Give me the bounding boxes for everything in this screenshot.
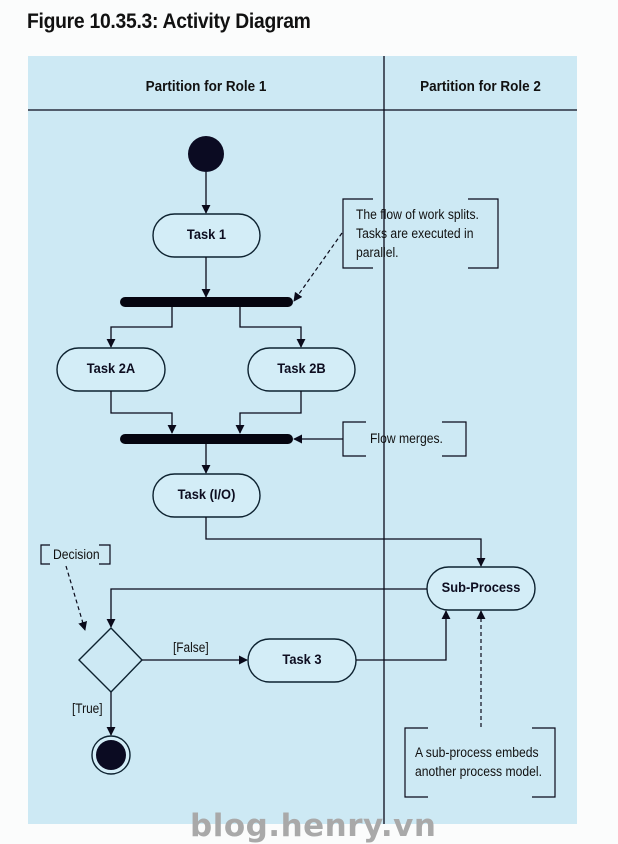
flow-task3-to-subprocess (356, 610, 451, 661)
note-subprocess-line: A sub-process embeds (415, 745, 539, 760)
note-split-line: The flow of work splits. (356, 207, 479, 222)
decision-diamond (78, 627, 143, 693)
note-decision-bracket (40, 544, 111, 565)
fork-bar (120, 297, 293, 307)
note-decision-text: Decision (53, 547, 100, 562)
task1-label: Task 1 (186, 226, 227, 242)
task-io-label: Task (I/O) (177, 486, 236, 502)
note-split-text: The flow of work splits. Tasks are execu… (356, 205, 479, 262)
flow-fork-to-task2b (239, 307, 306, 348)
note-split-line: parallel. (356, 245, 399, 260)
guard-true: [True] (72, 701, 103, 716)
note-split-bracket (342, 198, 499, 269)
task3-label: Task 3 (282, 651, 322, 667)
flow-fork-to-task2a (106, 307, 173, 348)
flow-task2b-to-join (235, 391, 302, 434)
flow-subprocess-to-decision (106, 588, 427, 628)
note-split-connector (293, 232, 343, 302)
join-bar (120, 434, 293, 444)
initial-node (188, 136, 224, 172)
note-subprocess-line: another process model. (415, 764, 542, 779)
watermark: blog.henry.vn (190, 808, 437, 844)
partition-header-role2: Partition for Role 2 (420, 78, 541, 95)
flow-taskio-to-subprocess (205, 517, 486, 567)
guard-false: [False] (173, 640, 209, 655)
task2b-label: Task 2B (277, 360, 326, 376)
task2a-label: Task 2A (86, 360, 136, 376)
flow-task2a-to-join (110, 391, 177, 434)
figure-title: Figure 10.35.3: Activity Diagram (27, 10, 311, 33)
note-decision-connector (65, 565, 88, 631)
note-merge-text: Flow merges. (370, 431, 443, 446)
note-split-line: Tasks are executed in (356, 226, 474, 241)
swimlane-panel (28, 56, 577, 824)
partition-header-role1: Partition for Role 1 (145, 78, 267, 95)
note-subprocess-bracket (404, 727, 556, 798)
subprocess-label: Sub-Process (441, 579, 521, 595)
final-node (96, 740, 126, 770)
note-subprocess-text: A sub-process embeds another process mod… (415, 743, 542, 781)
